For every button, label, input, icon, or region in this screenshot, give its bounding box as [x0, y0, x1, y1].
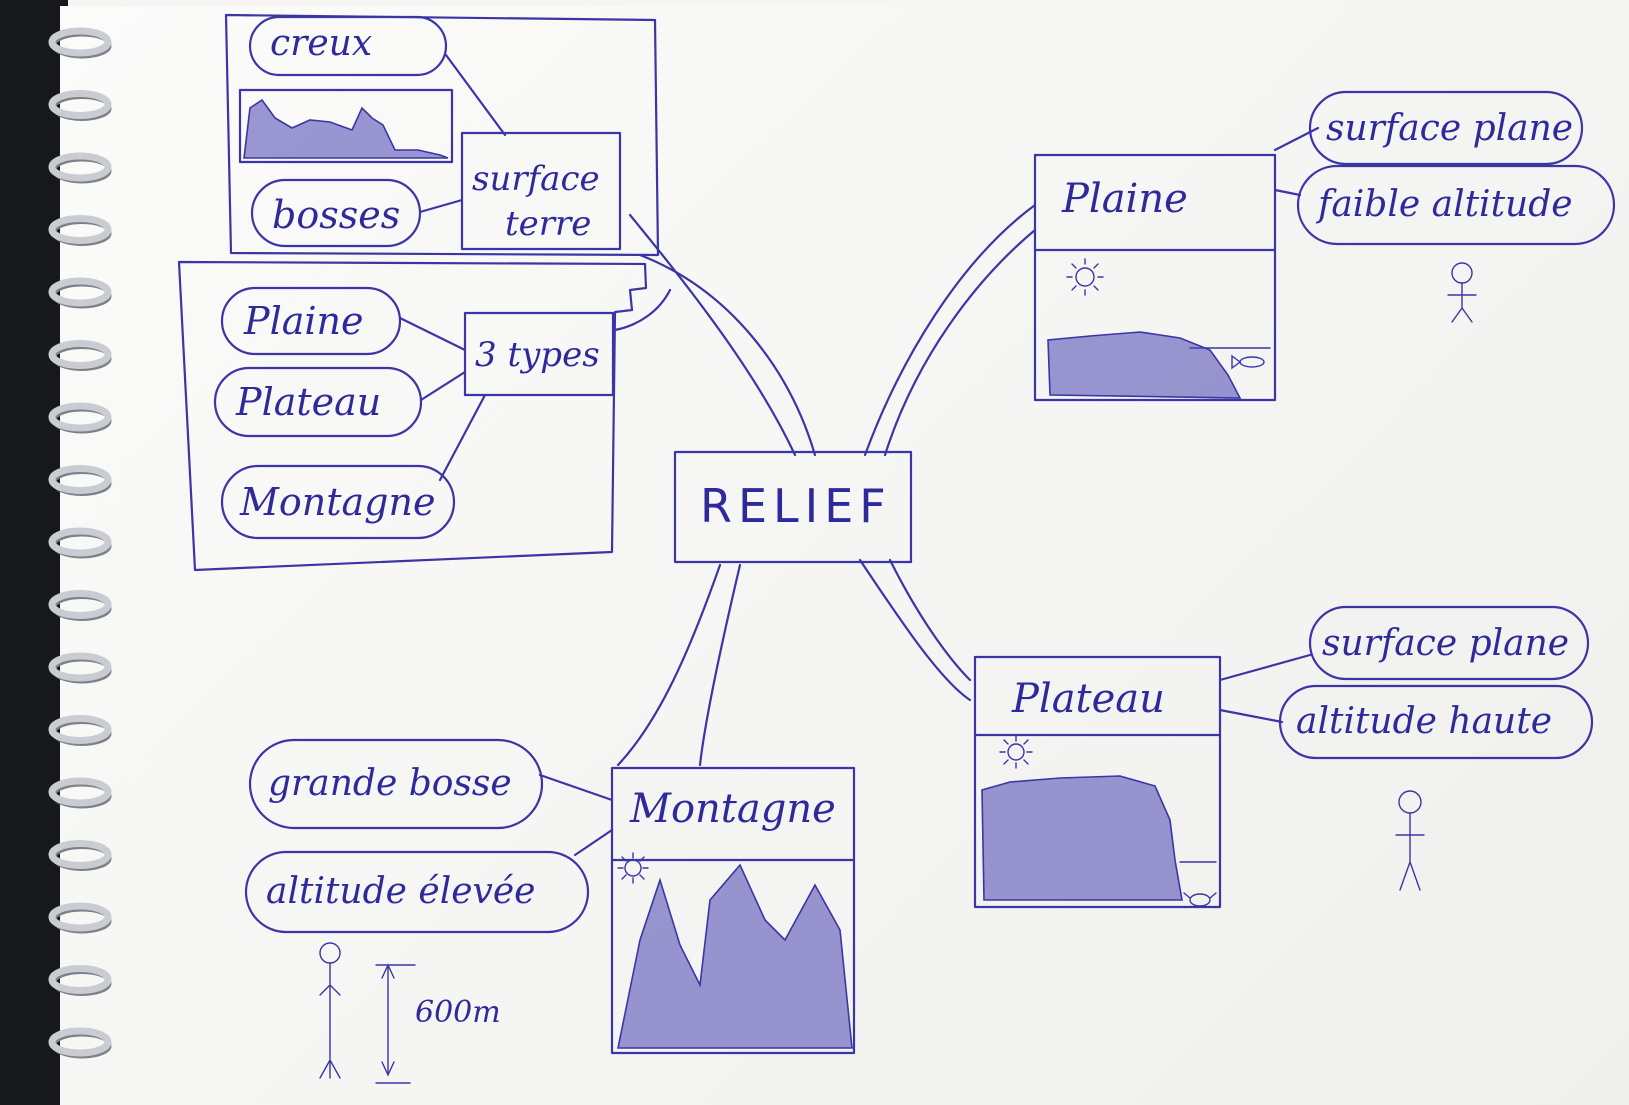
plaine-item-2-label: faible altitude [1315, 184, 1573, 225]
paper-page [60, 6, 1629, 1105]
montagne-title: Montagne [629, 786, 836, 832]
binding-ring [48, 152, 112, 182]
montagne-item-2-bubble [244, 850, 590, 934]
creux-label: creux [270, 23, 372, 64]
surface-terre-hub [460, 131, 622, 251]
binding-ring [48, 840, 112, 869]
binding-ring [48, 652, 112, 682]
binding-ring [48, 590, 112, 619]
three-types-hub [463, 311, 615, 397]
type-plaine-bubble [220, 286, 402, 356]
plaine-title: Plaine [1061, 176, 1188, 222]
plaine-card-frame [1033, 153, 1277, 402]
height-arrow-icon [375, 963, 416, 1084]
fish-icon [1231, 354, 1265, 370]
type-montagne-label: Montagne [239, 480, 435, 524]
binding-ring [48, 527, 112, 557]
terre-label: terre [505, 204, 591, 244]
plaine-item-1-label: surface plane [1326, 108, 1573, 149]
type-plateau-bubble [213, 366, 423, 438]
plaine-item-1-bubble [1308, 90, 1584, 166]
binding-ring [48, 715, 112, 744]
binding-ring [48, 965, 112, 994]
branch-connectors [613, 203, 1037, 767]
bosses-label: bosses [272, 193, 400, 237]
relief-label: RELIEF [700, 479, 892, 533]
spiral-binding [48, 27, 112, 1059]
surface-terre-panel: creux bosses surface terre [224, 13, 660, 257]
binding-ring [48, 27, 112, 57]
type-montagne-bubble [220, 464, 456, 540]
binding-ring [48, 277, 112, 307]
relief-center-node: RELIEF [673, 450, 913, 564]
sun-icon [999, 735, 1033, 769]
binding-ring [48, 402, 112, 432]
plateau-item-2-bubble [1278, 684, 1594, 760]
crab-icon [1183, 892, 1217, 907]
plateau-title: Plateau [1011, 676, 1165, 722]
montagne-card-frame [610, 766, 856, 1055]
plateau-card-frame [973, 655, 1222, 909]
sun-icon [617, 852, 649, 884]
montagne-item-1-bubble [248, 738, 544, 830]
plateau-item-1-label: surface plane [1322, 623, 1569, 664]
plaine-item-2-bubble [1296, 164, 1616, 246]
plateau-card: Plateau surface plane altitude haute [973, 605, 1594, 909]
plateau-item-1-bubble [1308, 605, 1590, 681]
binding-ring [48, 777, 112, 807]
montagne-item-1-label: grande bosse [268, 763, 512, 804]
binding-ring [48, 90, 112, 119]
three-types-label: 3 types [475, 335, 600, 375]
montagne-card: Montagne grande bosse altitude élevée 60… [244, 738, 856, 1084]
stick-figure-icon [1447, 262, 1477, 323]
three-types-panel: 3 types Plaine Plateau Montagne [177, 260, 648, 572]
type-plateau-label: Plateau [235, 380, 381, 424]
plateau-item-2-label: altitude haute [1296, 701, 1552, 742]
relief-box [673, 450, 913, 564]
height-label: 600m [415, 995, 501, 1030]
terrain-sketch [238, 88, 454, 164]
surface-label: surface [472, 159, 600, 199]
type-plaine-label: Plaine [243, 299, 364, 343]
montagne-item-2-label: altitude élevée [266, 871, 535, 912]
creux-bubble [248, 15, 448, 77]
stick-figure-icon [319, 942, 341, 1079]
binding-ring [48, 465, 112, 494]
sun-icon [1066, 258, 1104, 296]
stick-figure-icon [1395, 790, 1425, 891]
binding-ring [48, 902, 112, 932]
binding-ring [48, 340, 112, 369]
binding-ring [48, 1027, 112, 1057]
binding-ring [48, 215, 112, 244]
plaine-card: Plaine surface plane faible altitude [1033, 90, 1616, 402]
